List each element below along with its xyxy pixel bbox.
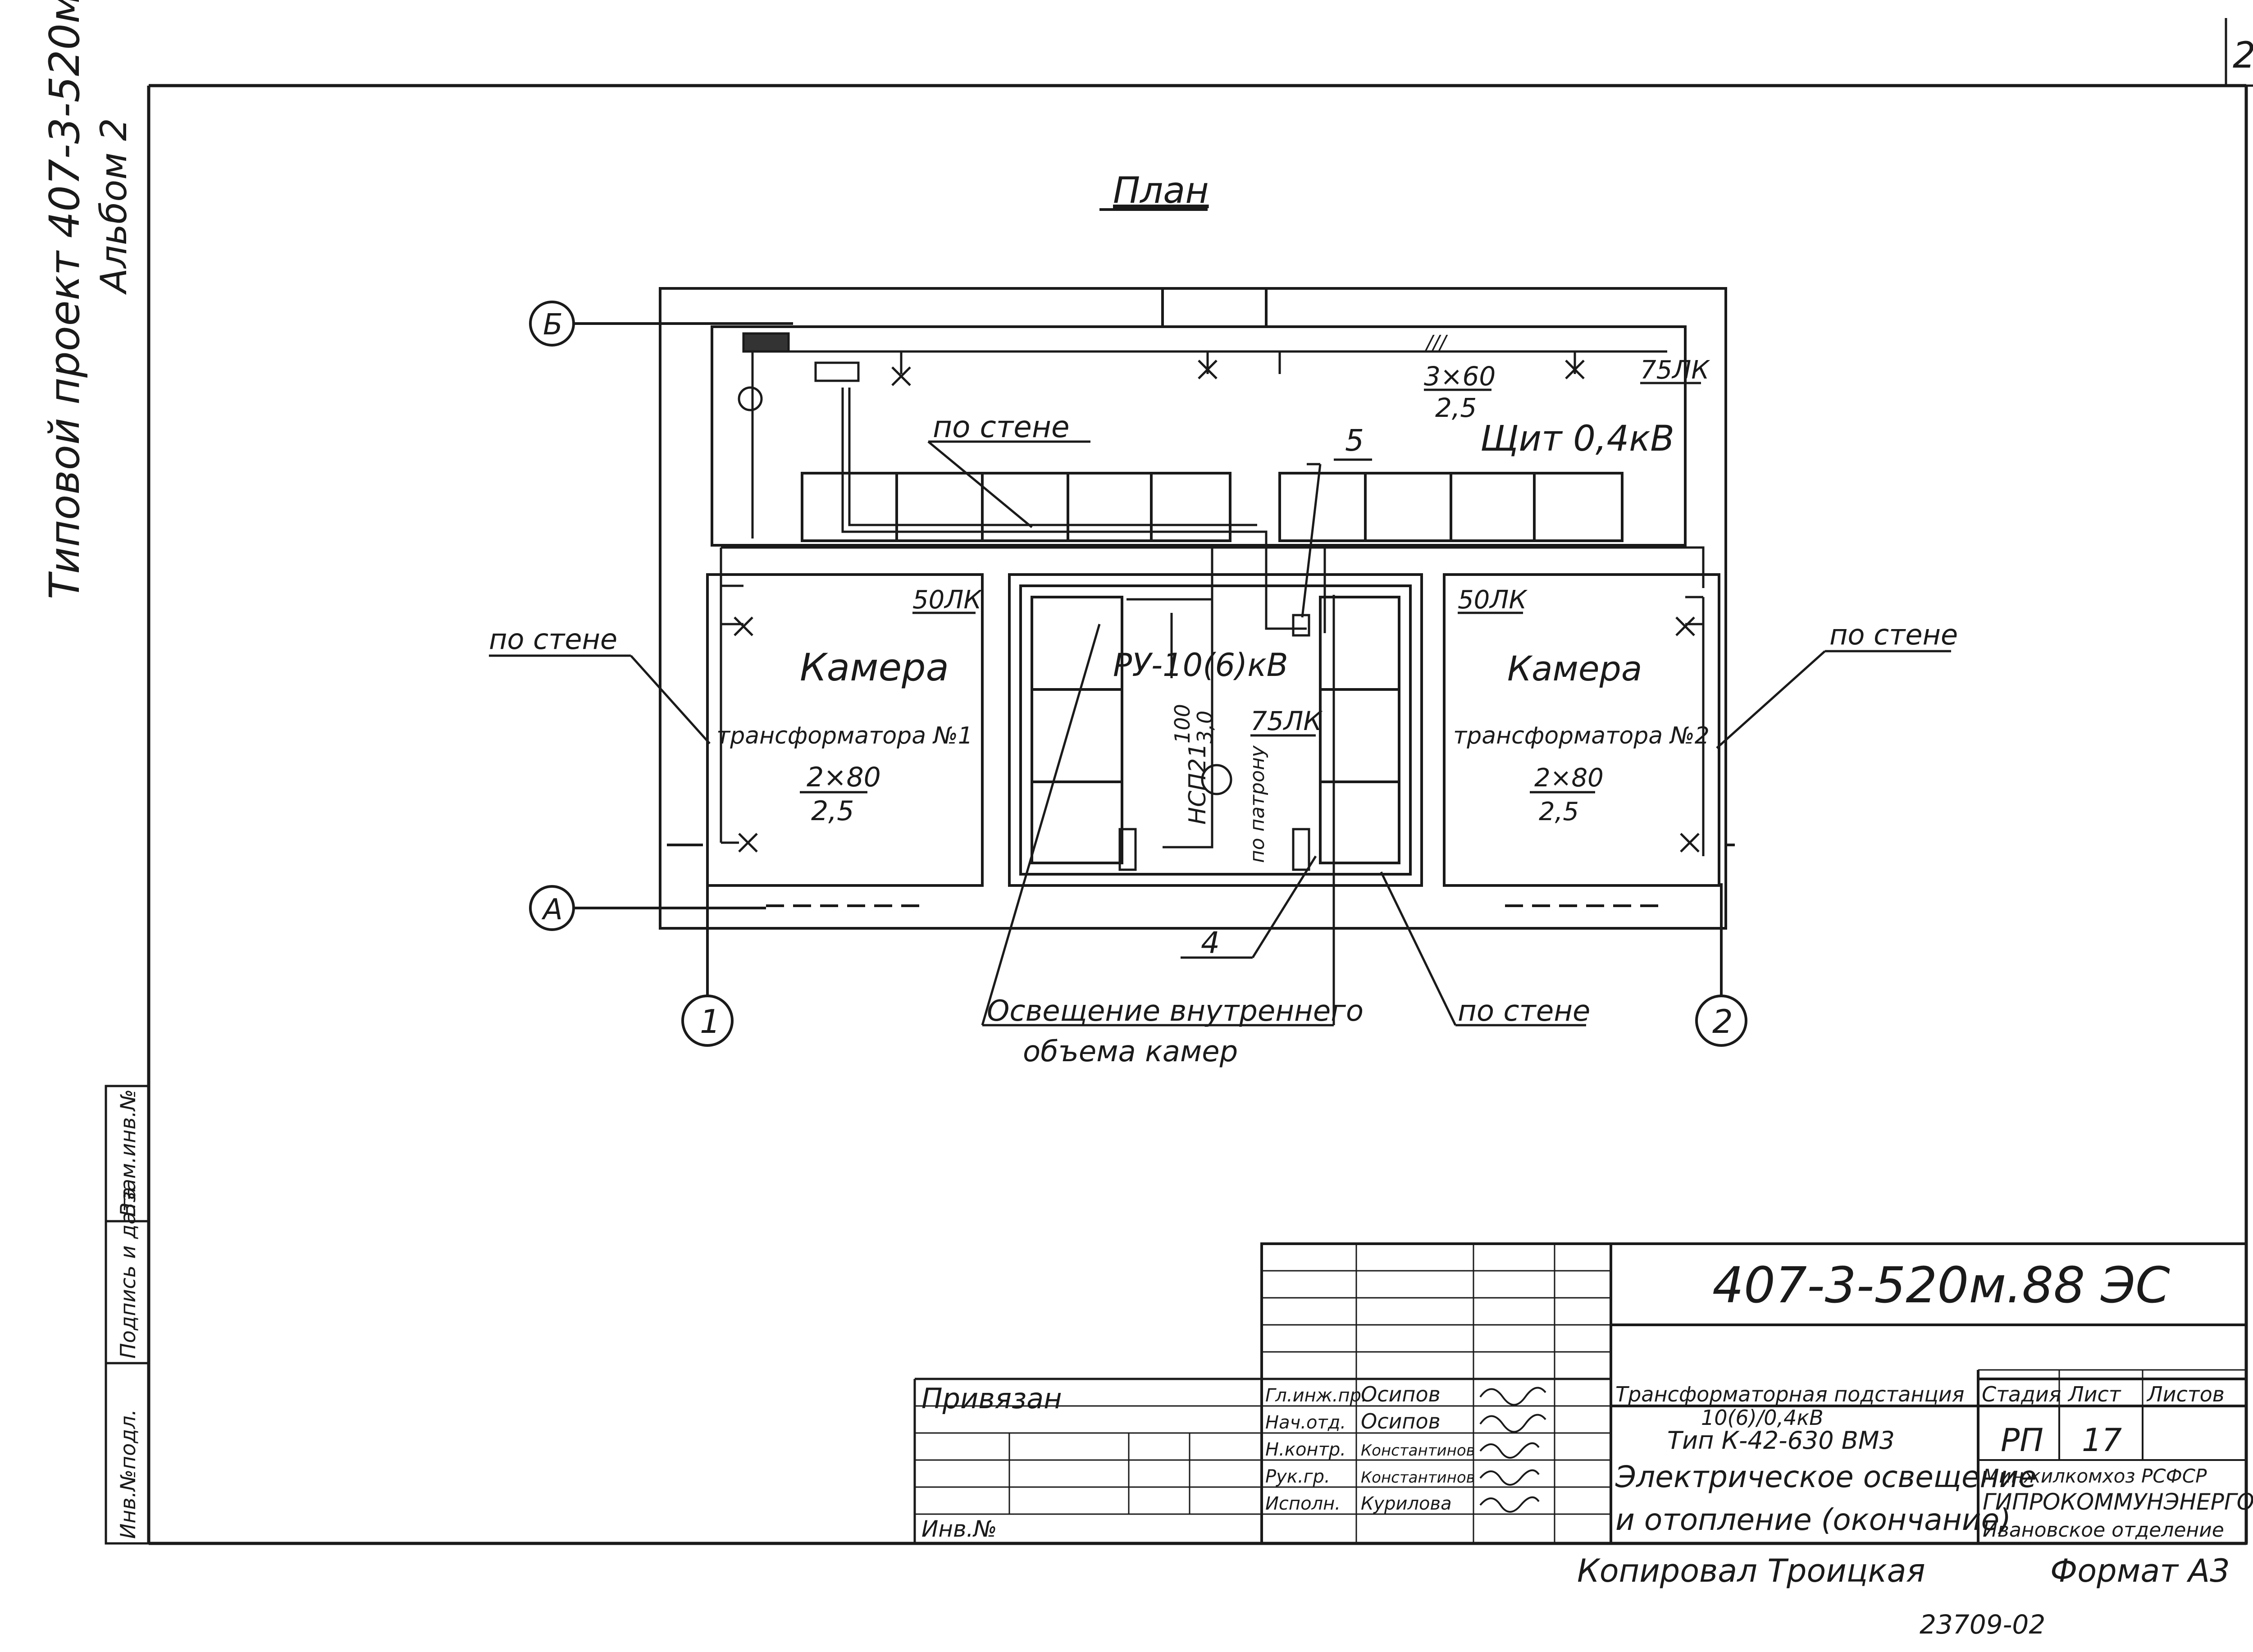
left-room-lamp-top: 2×80	[807, 762, 881, 793]
role-4: Рук.гр.	[1265, 1466, 1330, 1487]
title-block-grid	[913, 1242, 2248, 1545]
axis-markers	[529, 301, 1747, 1047]
right-room-title: Камера	[1507, 648, 1642, 689]
side-title: Типовой проект 407-3-520м.88	[41, 0, 89, 599]
left-strip	[105, 1085, 150, 1545]
bottom-note-line-2: объема камер	[1023, 1035, 1238, 1068]
stamp-number: 23709-02	[1920, 1609, 2045, 1640]
top-po-stene: по стене	[933, 410, 1070, 444]
right-room-lux: 50ЛК	[1458, 585, 1528, 615]
axis-1-label: 1	[700, 1003, 721, 1040]
sheet-title-2: и отопление (окончание)	[1615, 1502, 2011, 1537]
strip-cell-3: Инв.№подл.	[116, 1409, 140, 1539]
right-room-lamp-top: 2×80	[1534, 763, 1604, 793]
right-po-stene: по стене	[1829, 618, 1958, 651]
center-po-patruku: по патрону	[1246, 745, 1269, 863]
left-strip-texts: Взам.инв.№ Подпись и дата Инв.№подл.	[116, 1089, 140, 1539]
bottom-note-line-1: Освещение внутреннего	[987, 995, 1364, 1028]
side-album: Альбом 2	[93, 118, 135, 295]
axis-2-label: 2	[1712, 1003, 1733, 1040]
center-lamp-name: НСП21	[1184, 743, 1211, 825]
name-5: Курилова	[1361, 1493, 1452, 1514]
object-line-3: Тип К-42-630 ВМ3	[1667, 1426, 1895, 1455]
left-room-lamp-bottom: 2,5	[811, 795, 854, 827]
fixtures	[734, 332, 1700, 871]
object-line-2: 10(6)/0,4кВ	[1701, 1406, 1824, 1430]
left-po-stene: по стене	[489, 623, 617, 656]
top-room-ticks: ///	[1424, 331, 1448, 354]
sheet-number: 24	[2233, 34, 2253, 76]
right-room-subtitle: трансформатора №2	[1453, 722, 1710, 749]
axis-b-label: Б	[543, 308, 563, 342]
side-title-block: Типовой проект 407-3-520м.88 Альбом 2	[41, 0, 135, 599]
role-2: Нач.отд.	[1265, 1412, 1346, 1433]
callout-4: 4	[1201, 926, 1220, 960]
signatures	[1479, 1387, 1546, 1513]
format: Формат А3	[2050, 1552, 2230, 1589]
left-room-title: Камера	[800, 645, 949, 689]
right-room-lamp-bottom: 2,5	[1539, 797, 1579, 826]
strip-cell-1: Взам.инв.№	[116, 1089, 140, 1217]
privyazan: Привязан	[921, 1382, 1062, 1415]
role-1: Гл.инж.пр.	[1265, 1385, 1367, 1406]
plan-title: План	[1113, 169, 1209, 211]
org-3: Ивановское отделение	[1983, 1519, 2224, 1542]
inv-no: Инв.№	[921, 1516, 997, 1542]
left-room-lux: 50ЛК	[912, 585, 982, 615]
axis-a-label: А	[541, 893, 563, 926]
callout-5: 5	[1345, 423, 1364, 458]
name-3: Константинов	[1361, 1442, 1475, 1460]
center-room-title: РУ-10(6)кВ	[1113, 647, 1288, 684]
top-room-lamp-top: 3×60	[1424, 361, 1496, 392]
stage-label: Стадия	[1982, 1382, 2061, 1406]
name-2: Осипов	[1361, 1409, 1441, 1433]
bottom-po-stene: по стене	[1458, 995, 1590, 1028]
wiring	[720, 350, 1705, 856]
top-room-lamp-bottom: 2,5	[1435, 392, 1477, 423]
left-room-subtitle: трансформатора №1	[716, 722, 973, 749]
center-room-lux: 75ЛК	[1250, 706, 1323, 736]
name-4: Константинов	[1361, 1469, 1475, 1487]
designation: 407-3-520м.88 ЭС	[1712, 1256, 2170, 1314]
sheet-label: Лист	[2067, 1382, 2121, 1406]
role-5: Исполн.	[1265, 1493, 1341, 1514]
copied-by: Копировал Троицкая	[1577, 1552, 1925, 1589]
org-1: Минжилкомхоз РСФСР	[1983, 1465, 2207, 1487]
center-lamp-bottom: 3,0	[1193, 711, 1217, 744]
org-2: ГИПРОКОММУНЭНЕРГО	[1983, 1489, 2253, 1515]
sheets-label: Листов	[2146, 1382, 2225, 1406]
center-lamp-top: 100	[1170, 704, 1195, 744]
top-room-label: Щит 0,4кВ	[1480, 419, 1674, 459]
top-room-lux: 75ЛК	[1640, 356, 1710, 385]
stage-value: РП	[2001, 1422, 2043, 1459]
leader-lines	[489, 440, 1951, 1027]
strip-cell-2: Подпись и дата	[116, 1187, 140, 1359]
name-1: Осипов	[1361, 1382, 1441, 1406]
role-3: Н.контр.	[1265, 1439, 1346, 1460]
object-line-1: Трансформаторная подстанция	[1615, 1382, 1964, 1406]
sheet-value: 17	[2082, 1422, 2122, 1459]
building-plan	[659, 287, 1735, 930]
sheet-title-1: Электрическое освещение	[1615, 1460, 2037, 1494]
